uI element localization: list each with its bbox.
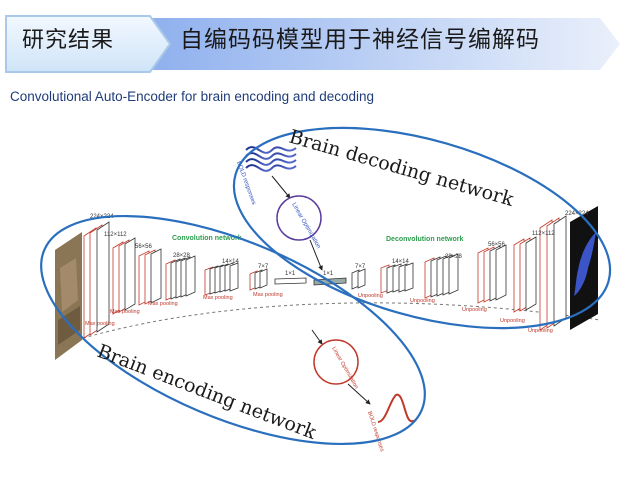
unpooling-label: Unpooling xyxy=(358,293,383,299)
conv-block-7 xyxy=(249,268,268,291)
output-image xyxy=(570,206,598,330)
size-label: 7×7 xyxy=(355,264,366,270)
unpooling-label: Unpooling xyxy=(500,318,525,324)
size-label: 56×56 xyxy=(488,242,506,248)
size-label: 224×224 xyxy=(565,211,589,217)
linear-optimization-circle-bottom xyxy=(313,339,359,385)
max-pooling-label: Max pooling xyxy=(203,295,233,301)
deconv-block-56 xyxy=(477,244,507,304)
title-banner xyxy=(0,0,640,78)
size-label: 112×112 xyxy=(104,232,127,238)
input-image xyxy=(55,232,82,360)
conv-block-56 xyxy=(138,248,162,306)
arrow-top-1 xyxy=(271,175,291,199)
max-pooling-label: Max pooling xyxy=(110,309,140,315)
unpooling-label: Unpooling xyxy=(528,328,553,334)
size-label: 28×28 xyxy=(173,253,191,259)
banner-left-shape xyxy=(5,15,172,73)
deconv-block-28 xyxy=(424,253,459,299)
size-label: 28×28 xyxy=(445,254,463,260)
arrow-bottom-1 xyxy=(311,329,323,345)
deconvolution-network-label: Deconvolution network xyxy=(386,236,464,243)
conv-block-28 xyxy=(165,255,196,301)
arrow-bottom-2 xyxy=(347,383,371,405)
deconv-block-7 xyxy=(351,268,366,290)
deconv-block-112 xyxy=(513,236,537,313)
max-pooling-label: Max pooling xyxy=(148,301,178,307)
size-label: 14×14 xyxy=(392,259,410,265)
linear-optimization-circle-top xyxy=(276,195,322,241)
banner-left-title: 研究结果 xyxy=(22,28,115,53)
brain-decoding-network-label: Brain decoding network xyxy=(287,126,517,211)
bold-response-curve-bottom xyxy=(377,393,417,423)
conv-block-224 xyxy=(83,221,110,339)
brain-decoding-ellipse xyxy=(232,126,612,330)
linear-optimization-label-top: Linear Optimization xyxy=(290,202,321,250)
size-label: 56×56 xyxy=(135,244,153,250)
size-label: 112×112 xyxy=(532,231,555,237)
max-pooling-label: Max pooling xyxy=(85,321,115,327)
banner-right-shape xyxy=(150,18,620,70)
unpooling-label: Unpooling xyxy=(462,307,487,313)
size-label: 1×1 xyxy=(323,271,334,277)
bold-responses-label-bottom: BOLD responses xyxy=(366,411,385,453)
deconv-block-14 xyxy=(380,262,414,294)
size-label: 14×14 xyxy=(222,259,240,265)
bold-responses-stack-top xyxy=(245,146,297,172)
arrow-top-2 xyxy=(309,239,323,271)
brain-encoding-ellipse xyxy=(40,214,426,446)
deconv-block-224 xyxy=(539,215,567,331)
size-label: 1×1 xyxy=(285,271,296,277)
conv-block-14 xyxy=(204,262,239,296)
slide-subtitle: Convolutional Auto-Encoder for brain enc… xyxy=(10,89,375,104)
unpooling-label: Unpooling xyxy=(410,298,435,304)
convolution-network-label: Convolution network xyxy=(172,235,242,242)
max-pooling-label: Max pooling xyxy=(253,292,283,298)
conv-block-112 xyxy=(112,237,136,315)
banner-right-title: 自编码码模型用于神经信号编解码 xyxy=(180,27,540,53)
brain-encoding-network-label: Brain encoding network xyxy=(94,340,319,444)
size-label: 7×7 xyxy=(258,264,269,270)
